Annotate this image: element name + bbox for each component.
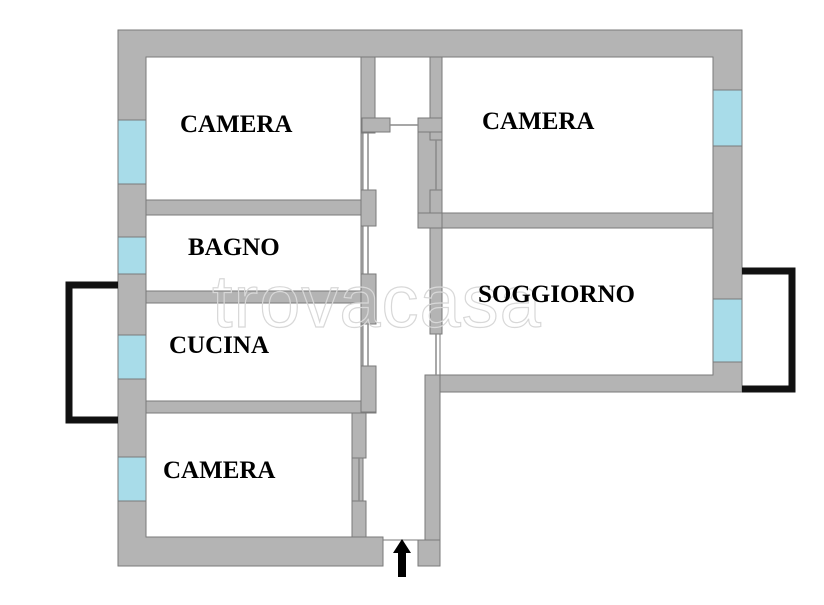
room-floor-cucina xyxy=(145,302,362,402)
wall-stub xyxy=(351,500,367,538)
wall-stub xyxy=(360,365,377,413)
room-label-bagno: BAGNO xyxy=(188,234,280,261)
balcony-left xyxy=(65,281,118,424)
watermark: trovacasa xyxy=(212,260,542,343)
window xyxy=(117,334,147,380)
wall-stub xyxy=(417,117,443,133)
window xyxy=(712,89,743,147)
room-floor-camera-top-right xyxy=(441,56,714,214)
room-floor-camera-bottom-left xyxy=(145,412,353,538)
room-label-camera-top-right: CAMERA xyxy=(482,108,595,135)
wall-stub xyxy=(351,412,367,459)
window xyxy=(117,456,147,502)
window xyxy=(117,236,147,275)
wall-stub xyxy=(145,400,377,414)
entrance-arrow-icon xyxy=(393,539,411,577)
room-label-camera-bottom-left: CAMERA xyxy=(163,457,276,484)
wall-stub xyxy=(361,117,391,133)
window xyxy=(117,119,147,185)
wall-stub xyxy=(424,374,441,541)
balcony-right xyxy=(742,267,796,393)
wall-stub xyxy=(441,212,714,229)
room-label-camera-top-left: CAMERA xyxy=(180,111,293,138)
wall-stub xyxy=(360,189,377,227)
window xyxy=(712,298,743,363)
wall-stub xyxy=(417,212,443,229)
room-floor-camera-top-left xyxy=(145,56,362,201)
room-floor-bagno xyxy=(145,214,362,292)
wall-stub xyxy=(145,199,377,216)
room-label-cucina: CUCINA xyxy=(169,332,269,359)
room-label-soggiorno: SOGGIORNO xyxy=(478,281,635,308)
